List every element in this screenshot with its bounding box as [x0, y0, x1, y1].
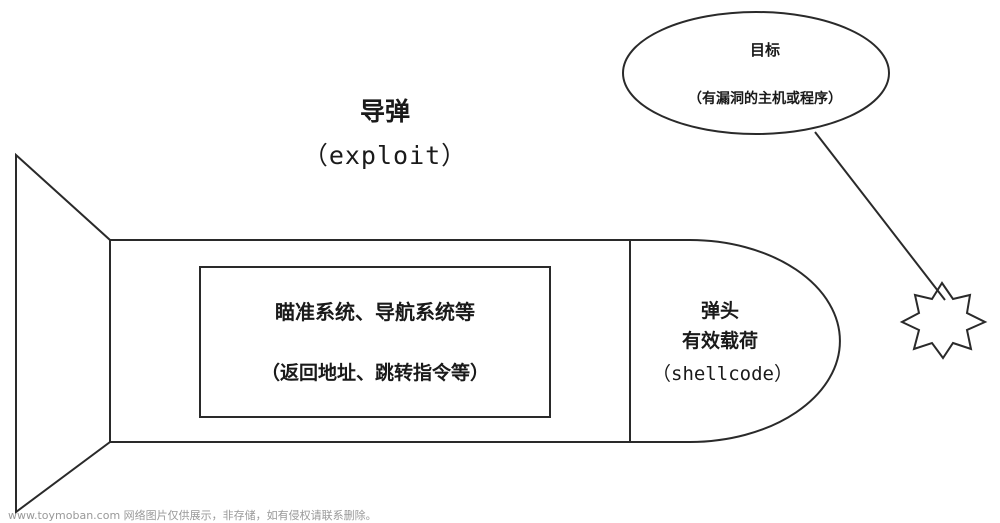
guidance-label-primary: 瞄准系统、导航系统等: [275, 300, 475, 324]
missile-tail-fin: [15, 152, 111, 514]
target-ellipse: [622, 11, 890, 135]
warhead-label: 弹头: [700, 300, 739, 322]
payload-label: 有效载荷: [681, 330, 758, 352]
missile-body: [109, 239, 631, 443]
target-description: （有漏洞的主机或程序）: [688, 91, 842, 107]
guidance-system-box: [199, 266, 551, 418]
missile-title: 导弹: [359, 97, 410, 126]
missile-warhead-nose: [630, 239, 841, 443]
watermark-text: www.toymoban.com 网络图片仅供展示，非存储，如有侵权请联系删除。: [8, 509, 377, 522]
missile-subtitle: （exploit）: [302, 141, 468, 170]
shellcode-label: （shellcode）: [652, 363, 793, 385]
impact-star-icon: [899, 281, 988, 360]
target-connector-line: [814, 131, 946, 301]
guidance-label-secondary: （返回地址、跳转指令等）: [260, 362, 489, 384]
target-label: 目标: [749, 41, 780, 59]
